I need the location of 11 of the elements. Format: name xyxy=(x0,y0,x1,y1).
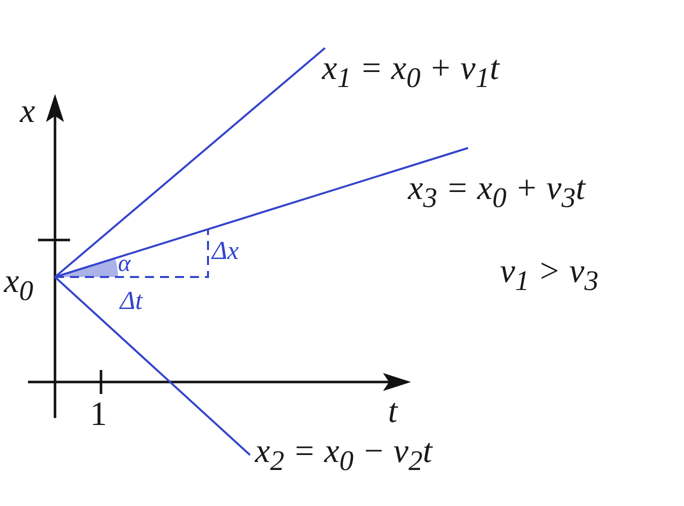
delta-label: Δx xyxy=(212,238,239,264)
axis-label: t xyxy=(388,395,398,429)
delta-label: Δt xyxy=(120,288,142,314)
angle-label: α xyxy=(118,252,131,276)
equation: x$_{2}$ = x$_{0}$ − v$_{2}$t xyxy=(255,435,432,476)
axis-label: x xyxy=(20,95,36,129)
tick-label: 1 xyxy=(90,398,107,432)
axis-value-label: x$_{0}$ xyxy=(4,265,34,306)
equation: x$_{1}$ = x$_{0}$ + v$_{1}$t xyxy=(322,52,500,94)
inequality: v$_{1}$ > v$_{3}$ xyxy=(500,255,598,296)
equation: x$_{3}$ = x$_{0}$ + v$_{3}$t xyxy=(408,172,586,214)
